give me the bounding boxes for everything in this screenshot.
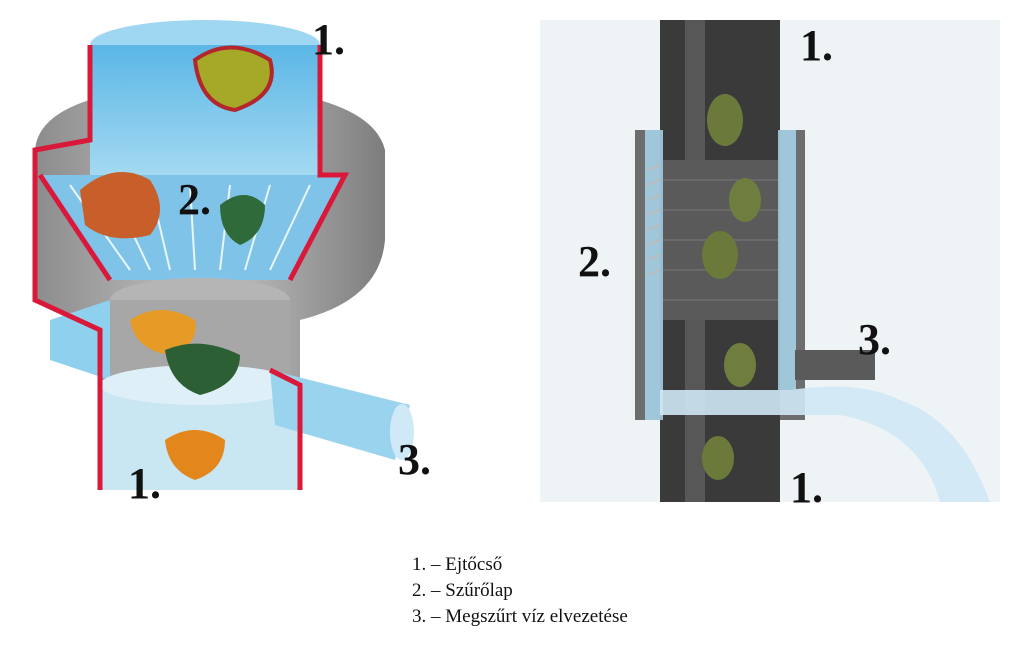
- leaf-bottom: [165, 430, 225, 480]
- spring: [647, 164, 661, 276]
- leaf-green: [220, 195, 265, 245]
- leaf-2: [729, 178, 761, 222]
- label-outlet-right: 3.: [858, 315, 891, 364]
- water-film-right: [778, 130, 796, 390]
- right-downpipe-drawing: [540, 20, 1000, 502]
- label-bottom-pipe-right: 1.: [790, 463, 823, 512]
- left-filter-illustration: 1. 2. 3. 1.: [0, 0, 450, 520]
- outlet-pipe: [795, 350, 875, 380]
- label-filter-right: 2.: [578, 237, 611, 286]
- label-outlet: 3.: [398, 435, 431, 484]
- water-film-left: [645, 130, 663, 420]
- legend-item-3: 3. – Megszűrt víz elvezetése: [412, 606, 628, 627]
- label-filter: 2.: [178, 175, 211, 224]
- leaf-4: [724, 343, 756, 387]
- outlet-spout: [270, 370, 410, 460]
- leaf-orange: [80, 172, 160, 239]
- leaf-yellow: [130, 310, 196, 355]
- legend-item-2: 2. – Szűrőlap: [412, 580, 513, 601]
- label-bottom-pipe: 1.: [128, 459, 161, 508]
- leaf-top: [192, 45, 274, 113]
- cut-edges: [32, 45, 350, 490]
- legend-item-1: 1. – Ejtőcső: [412, 554, 503, 575]
- right-downpipe-illustration: 1. 2. 3. 1.: [540, 20, 1000, 510]
- left-filter-drawing: [32, 20, 414, 490]
- label-top-pipe-right: 1.: [800, 21, 833, 70]
- water-outflow: [660, 386, 990, 502]
- outlet-opening: [390, 404, 414, 460]
- leaf-1: [707, 94, 743, 146]
- side-water-chamber: [50, 300, 110, 380]
- leaf-dark-green: [165, 343, 240, 395]
- legend: 1. – Ejtőcső 2. – Szűrőlap 3. – Megszűrt…: [412, 552, 628, 630]
- leaf-3: [702, 231, 738, 279]
- label-top-pipe: 1.: [312, 15, 345, 64]
- leaf-5: [702, 436, 734, 480]
